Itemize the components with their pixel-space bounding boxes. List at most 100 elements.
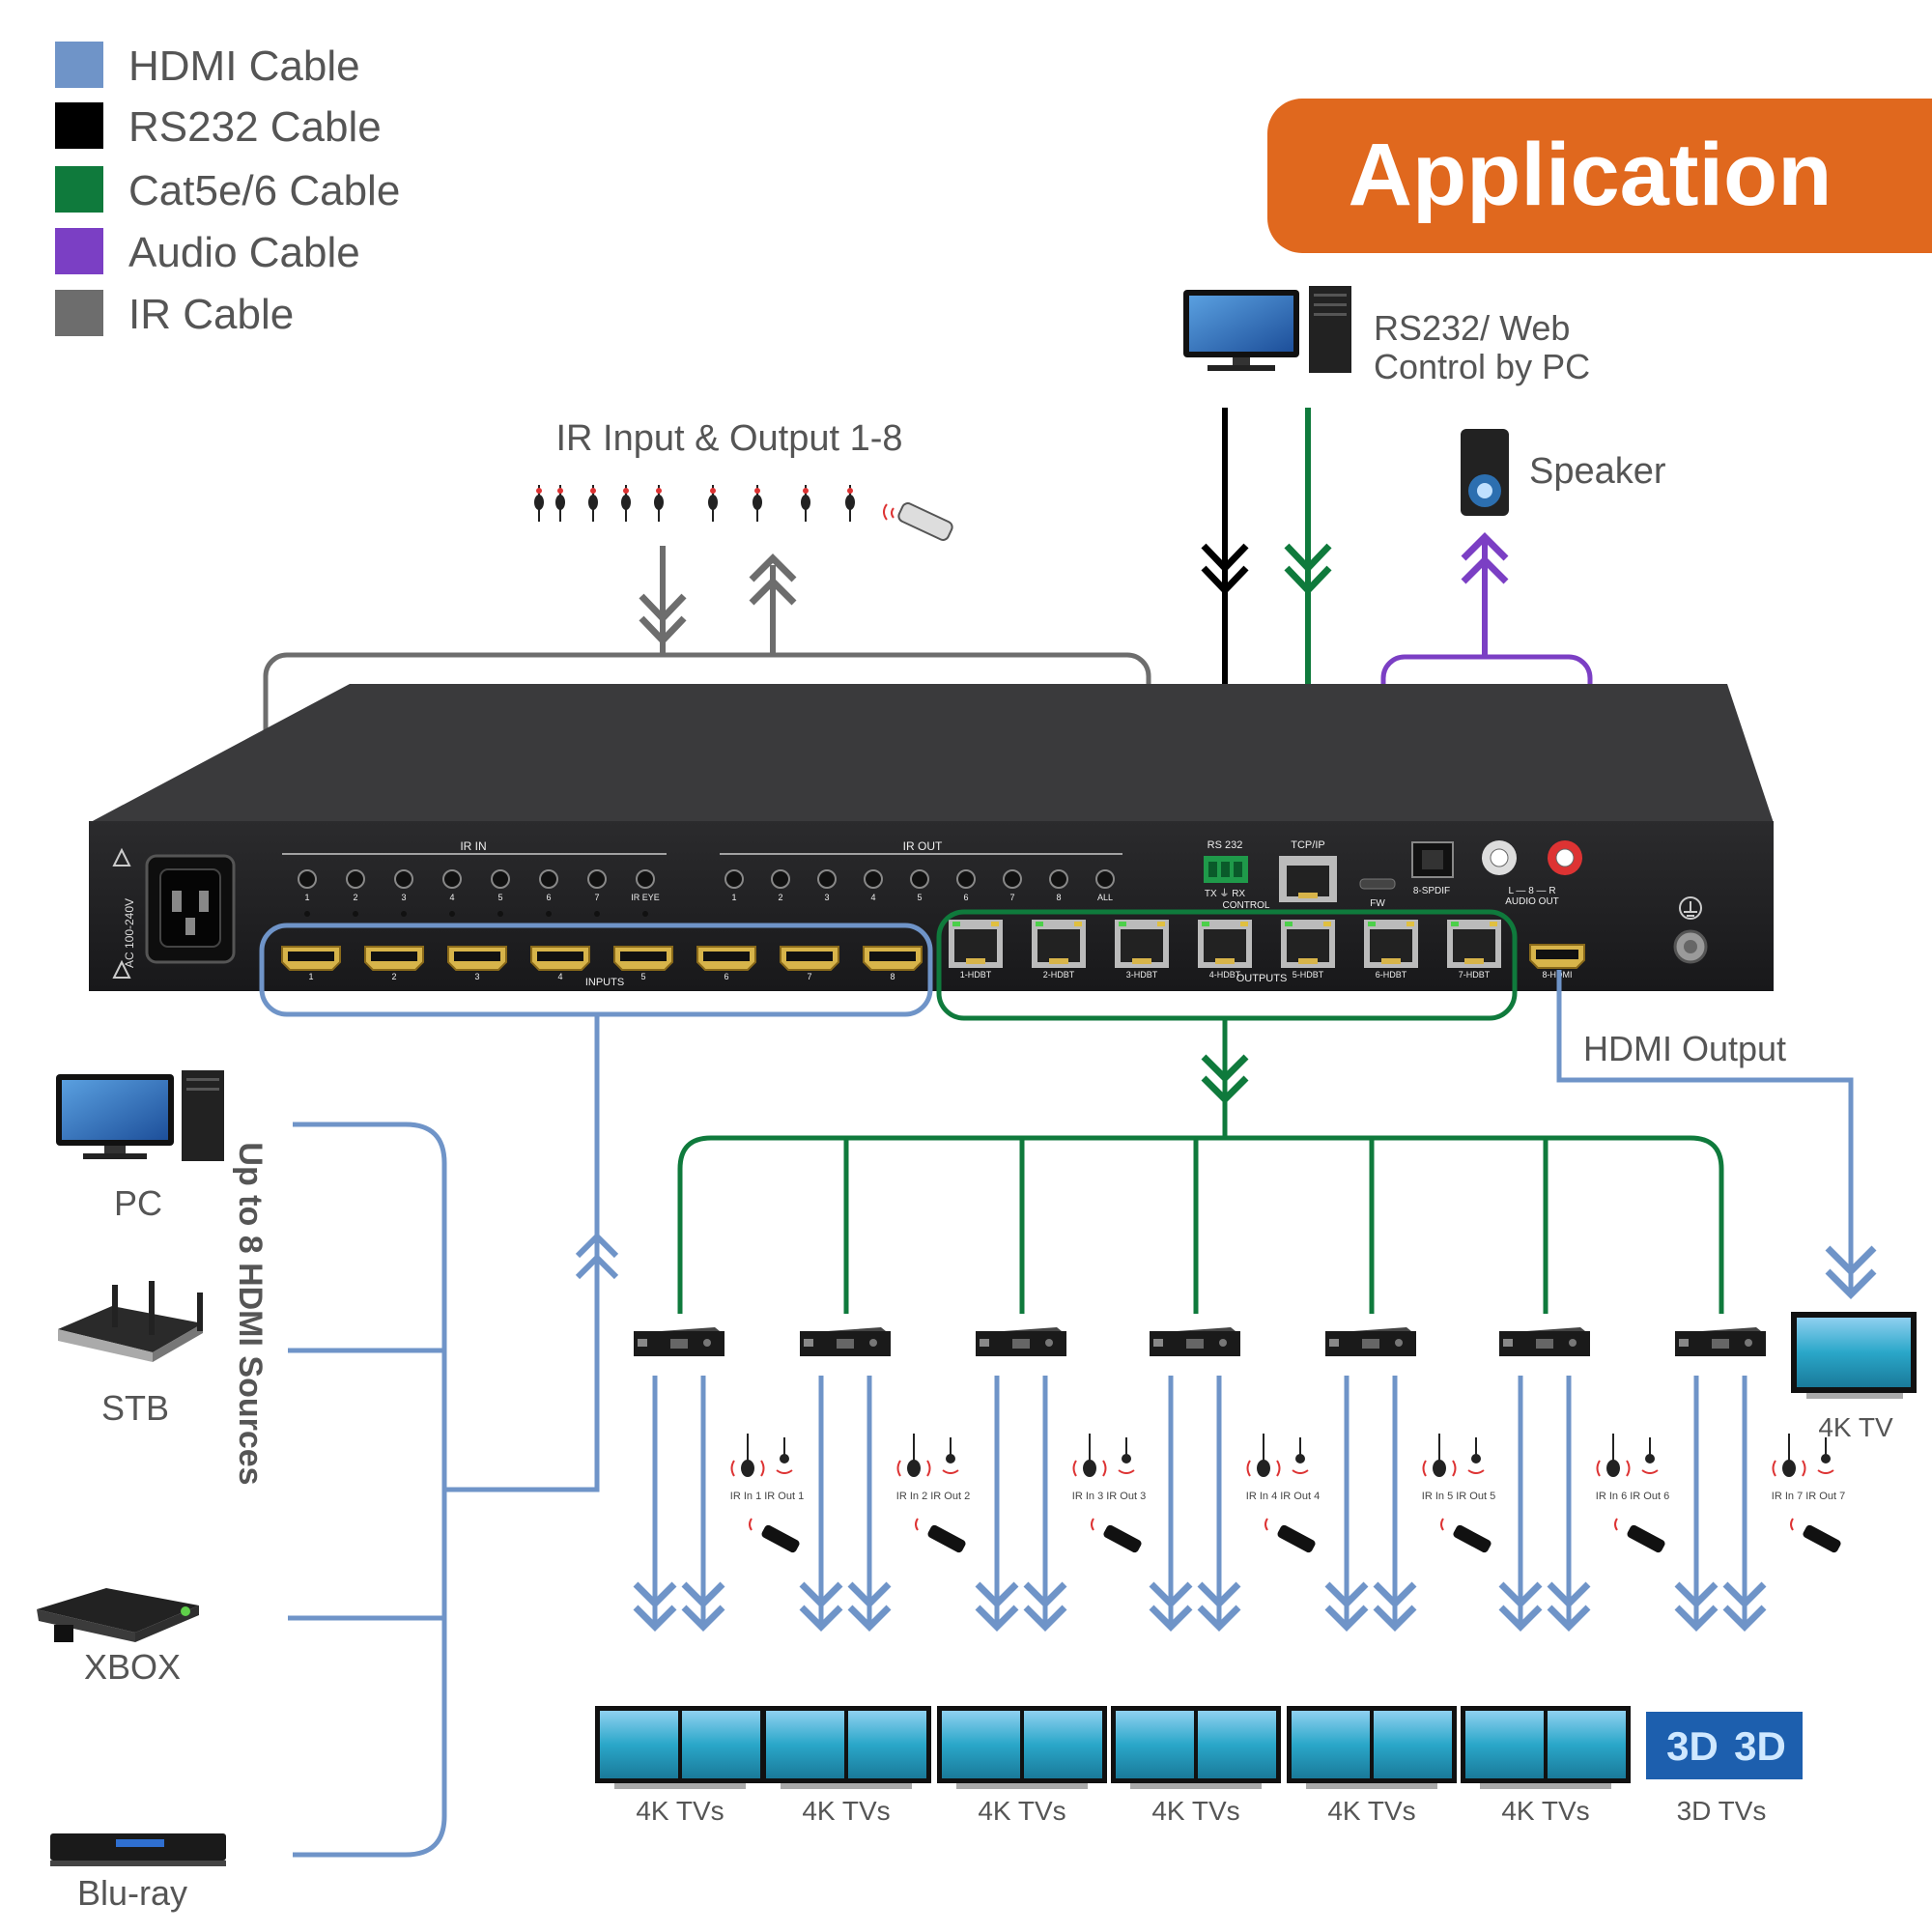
ir-in-out-icon [1596,1434,1659,1477]
output-port-label: 1-HDBT [960,970,992,980]
source-label-stb: STB [101,1388,169,1428]
pc-icon [56,1070,224,1161]
power-inlet: AC 100-240V [123,854,236,968]
ir-remote-icon [883,502,953,541]
ir-in-port-label: 6 [546,893,551,902]
output-port: 3-HDBT [1115,920,1169,980]
fw-label: FW [1370,898,1385,909]
fw-port: FW [1359,878,1396,909]
receiver-chain: IR In 1 IR Out 14K TVs [595,1327,804,1826]
ir-in-jack-lower [642,911,648,917]
svg-text:3D: 3D [1666,1723,1719,1769]
display-label: 4K TVs [1327,1796,1415,1826]
ir-in-jack [587,869,607,889]
ir-in-jack [394,869,413,889]
display-label: 3D TVs [1677,1796,1767,1826]
display-label: 4K TVs [978,1796,1065,1826]
tcpip-label: TCP/IP [1291,839,1324,851]
3d-tv-icon: 3D 3D [1646,1712,1803,1779]
receiver-chain: IR In 2 IR Out 2 4K TVs [761,1327,970,1826]
output-port-label: 7-HDBT [1459,970,1491,980]
ir-out-jack [817,869,837,889]
ir-out-port-label: 6 [963,893,968,902]
output-port-label: 6-HDBT [1376,970,1407,980]
speaker: Speaker [1461,429,1666,516]
audio-ports: 8-SPDIF L — 8 — R AUDIO OUT [1411,840,1582,907]
ir-out-port-label: ALL [1097,893,1113,902]
legend-label-hdmi: HDMI Cable [128,43,360,90]
hdmi-input-label: 8 [890,972,895,981]
output-port: 7-HDBT [1447,920,1501,980]
speaker-icon [1461,429,1509,516]
device-top-panel [89,684,1774,823]
ir-in-jack-lower [594,911,600,917]
ir-in-jack [298,869,317,889]
legend-swatch-rs232 [55,102,103,149]
receiver-chain: IR In 3 IR Out 3 4K TVs [937,1327,1146,1826]
ir-sensor-icon [845,485,855,522]
ir-sensor-icons [534,485,855,522]
rs232-pins-label: TX ⏚ RX [1205,888,1246,899]
bluray-player-icon [50,1833,226,1866]
svg-text:3D: 3D [1734,1723,1786,1769]
receiver-chain: IR In 4 IR Out 4 4K TVs [1111,1327,1320,1826]
ir-port-caption: IR In 3 IR Out 3 [1072,1491,1146,1502]
pc-control-line2: Control by PC [1374,347,1590,386]
hdmi-input-label: 4 [557,972,562,981]
ir-sensor-icon [708,485,718,522]
ir-in-port-label: 4 [449,893,454,902]
outputs-label: OUTPUTS [1236,973,1288,984]
legend-swatch-ir [55,290,103,336]
ir-out-port-label: 3 [824,893,829,902]
remote-icon [1614,1518,1665,1553]
ir-port-caption: IR In 2 IR Out 2 [896,1491,970,1502]
sources-bracket [288,1016,619,1858]
ir-sensor-icon [654,485,664,522]
display-label: 4K TVs [802,1796,890,1826]
banner-background [1267,99,1932,253]
application-banner: Application [1267,99,1932,253]
ir-in-jack-lower [304,911,310,917]
hdmi-input-port: 7 [780,946,839,981]
display-label: 4K TVs [1151,1796,1239,1826]
ir-in-jack [491,869,510,889]
display-label: 4K TVs [636,1796,724,1826]
source-stb: STB [58,1281,203,1428]
output-port: 5-HDBT [1281,920,1335,980]
ir-sensor-icon [555,485,565,522]
inputs-label: INPUTS [585,977,624,988]
legend-item-cat: Cat5e/6 Cable [55,166,400,214]
ir-port-caption: IR In 4 IR Out 4 [1246,1491,1320,1502]
remote-icon [1091,1518,1142,1553]
remote-icon [749,1518,800,1553]
rs232-port: RS 232 TX ⏚ RX CONTROL [1204,839,1270,911]
legend-item-rs232: RS232 Cable [55,102,382,151]
ir-out-label: IR OUT [903,839,943,853]
4k-tv-icon [937,1706,1107,1789]
source-label-xbox: XBOX [84,1647,181,1687]
4k-tv-icon [1461,1706,1631,1789]
hdmi-input-label: 5 [640,972,645,981]
ir-io-label: IR Input & Output 1-8 [555,418,902,459]
remote-icon [1264,1518,1316,1553]
ir-in-out-icon [896,1434,959,1477]
ir-out-jack [771,869,790,889]
ir-sensor-icon [753,485,762,522]
hdmi-input-port: 3 [447,946,507,981]
source-label-bluray: Blu-ray [77,1873,187,1913]
ir-in-jack-lower [401,911,407,917]
4k-tv-icon [595,1706,765,1789]
single-tv-icon [1791,1312,1917,1399]
ir-devices: IR Input & Output 1-8 [534,418,953,541]
audio-out-label: AUDIO OUT [1505,896,1559,907]
hdmi-output-path: HDMI Output 4K TV [1556,970,1917,1442]
hdmi-input-port: 5 [613,946,673,981]
hdmi-input-label: 2 [391,972,396,981]
ir-in-jack [346,869,365,889]
ir-out-port-label: 8 [1056,893,1061,902]
sources-caption: Up to 8 HDMI Sources [232,1142,269,1485]
legend-swatch-hdmi [55,42,103,88]
